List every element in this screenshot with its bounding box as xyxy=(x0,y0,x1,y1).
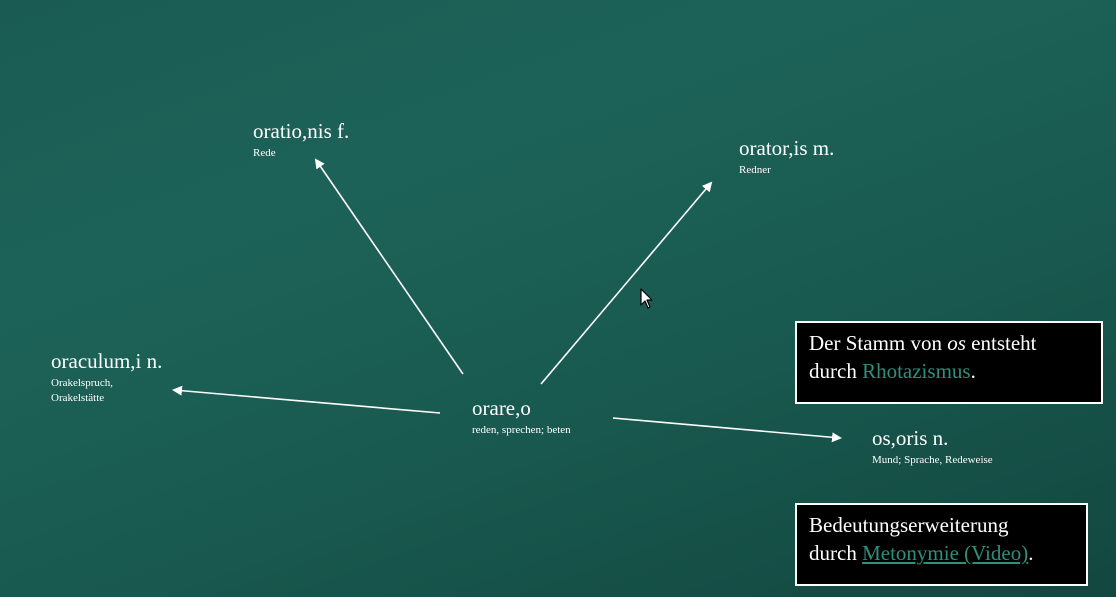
center-node: orare,o reden, sprechen; beten xyxy=(472,396,571,438)
metonymie-line2: durch Metonymie (Video). xyxy=(809,539,1074,567)
oraculum-gloss-line2: Orakelstätte xyxy=(51,392,105,405)
note2-text-durch: durch xyxy=(809,541,863,566)
metonymie-line1: Bedeutungserweiterung xyxy=(809,513,1009,537)
arrow-to-oratio xyxy=(314,158,464,375)
node-oraculum: oraculum,i n. Orakelspruch, Orakelstätte xyxy=(51,349,163,407)
arrow-to-os xyxy=(612,417,842,443)
rhotazismus-line1: Der Stamm von os entsteht xyxy=(809,329,1089,357)
node-orator: orator,is m. Redner xyxy=(739,136,835,178)
rhotazismus-line2: durch Rhotazismus. xyxy=(809,357,1089,385)
center-gloss: reden, sprechen; beten xyxy=(472,424,571,437)
note1-text-mid: entsteht xyxy=(965,331,1037,355)
arrow-to-oraculum xyxy=(172,385,441,414)
metonymie-note: Bedeutungserweiterung durch Metonymie (V… xyxy=(795,503,1088,586)
os-word: os,oris n. xyxy=(872,426,949,450)
rhotazismus-note: Der Stamm von os entsteht durch Rhotazis… xyxy=(795,321,1103,404)
center-word: orare,o xyxy=(472,396,531,420)
orator-word: orator,is m. xyxy=(739,136,835,160)
node-os: os,oris n. Mund; Sprache, Redeweise xyxy=(872,426,993,468)
oratio-gloss: Rede xyxy=(253,147,276,160)
oratio-word: oratio,nis f. xyxy=(253,119,350,143)
note1-period: . xyxy=(970,359,976,384)
orator-gloss: Redner xyxy=(739,164,771,177)
note2-period: . xyxy=(1028,541,1034,566)
os-gloss: Mund; Sprache, Redeweise xyxy=(872,454,993,467)
metonymie-video-link[interactable]: Metonymie (Video) xyxy=(862,541,1029,566)
arrow-to-orator xyxy=(540,181,713,385)
oraculum-gloss-line1: Orakelspruch, xyxy=(51,377,114,390)
note1-text-pre: Der Stamm von xyxy=(809,331,948,355)
oraculum-word: oraculum,i n. xyxy=(51,349,163,373)
mouse-pointer-icon xyxy=(640,288,654,315)
rhotazismus-link[interactable]: Rhotazismus xyxy=(862,359,971,384)
node-oratio: oratio,nis f. Rede xyxy=(253,119,350,161)
note1-italic-os: os xyxy=(947,331,966,355)
oraculum-gloss: Orakelspruch, Orakelstätte xyxy=(51,376,162,407)
note1-text-durch: durch xyxy=(809,359,863,384)
